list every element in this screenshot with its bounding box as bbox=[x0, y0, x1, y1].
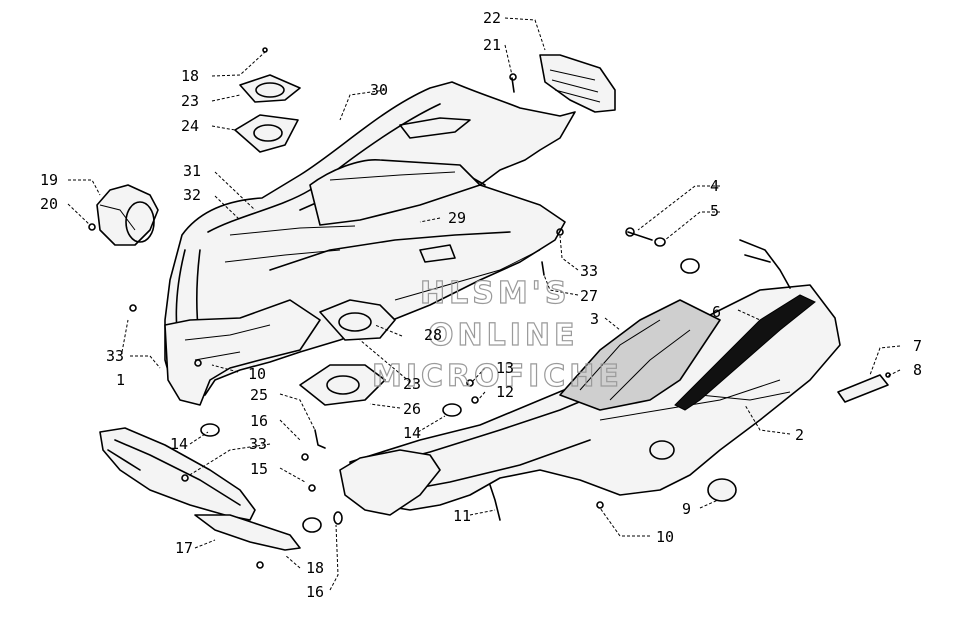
callout-19: 19 bbox=[40, 171, 58, 189]
callout-23-lower: 23 bbox=[403, 375, 421, 393]
callout-labels: 18 23 24 30 22 21 19 20 31 32 29 4 5 33 … bbox=[40, 9, 922, 601]
callout-13: 13 bbox=[496, 359, 514, 377]
callout-16-upper: 16 bbox=[250, 412, 268, 430]
callout-11: 11 bbox=[453, 507, 471, 525]
callout-10-left: 10 bbox=[248, 365, 266, 383]
callout-18: 18 bbox=[181, 67, 199, 85]
callout-22: 22 bbox=[483, 9, 501, 27]
watermark-line-1: HLSM'S bbox=[420, 276, 570, 311]
callout-16-lower: 16 bbox=[306, 583, 324, 601]
callout-33-left: 33 bbox=[106, 347, 124, 365]
callout-32: 32 bbox=[183, 186, 201, 204]
callout-6: 6 bbox=[712, 303, 721, 321]
leader-lines bbox=[67, 17, 901, 591]
callout-4: 4 bbox=[710, 177, 719, 195]
callout-8: 8 bbox=[913, 361, 922, 379]
callout-20: 20 bbox=[40, 195, 58, 213]
callout-5: 5 bbox=[710, 202, 719, 220]
callout-29: 29 bbox=[448, 209, 466, 227]
callout-33-right: 33 bbox=[580, 262, 598, 280]
watermark: HLSM'S ONLINE MICROFICHE bbox=[371, 275, 623, 394]
callout-9: 9 bbox=[682, 500, 691, 518]
hood-assembly bbox=[164, 81, 576, 406]
callout-14-left: 14 bbox=[170, 435, 188, 453]
watermark-line-3: MICROFICHE bbox=[372, 359, 623, 394]
callout-31: 31 bbox=[183, 162, 201, 180]
callout-25: 25 bbox=[250, 386, 268, 404]
callout-18-lower: 18 bbox=[306, 559, 324, 577]
callout-27: 27 bbox=[580, 287, 598, 305]
duct-gaskets bbox=[234, 74, 396, 406]
callout-2: 2 bbox=[795, 426, 804, 444]
callout-1: 1 bbox=[116, 371, 125, 389]
callout-21: 21 bbox=[483, 36, 501, 54]
watermark-line-2: ONLINE bbox=[428, 318, 579, 353]
callout-28: 28 bbox=[424, 326, 442, 344]
callout-33-lower: 33 bbox=[249, 435, 267, 453]
callout-15: 15 bbox=[250, 460, 268, 478]
callout-10-bottom: 10 bbox=[656, 528, 674, 546]
hardware bbox=[88, 47, 891, 569]
callout-3: 3 bbox=[590, 310, 599, 328]
callout-14-right: 14 bbox=[403, 424, 421, 442]
front-bumper bbox=[99, 427, 301, 551]
vent-grille bbox=[539, 54, 616, 113]
callout-17: 17 bbox=[175, 539, 193, 557]
callout-30: 30 bbox=[370, 81, 388, 99]
headlight-assembly bbox=[96, 184, 159, 246]
callout-12: 12 bbox=[496, 383, 514, 401]
callout-7: 7 bbox=[913, 337, 922, 355]
callout-26: 26 bbox=[403, 400, 421, 418]
callout-23: 23 bbox=[181, 92, 199, 110]
belly-pan bbox=[339, 239, 889, 521]
callout-24: 24 bbox=[181, 117, 199, 135]
